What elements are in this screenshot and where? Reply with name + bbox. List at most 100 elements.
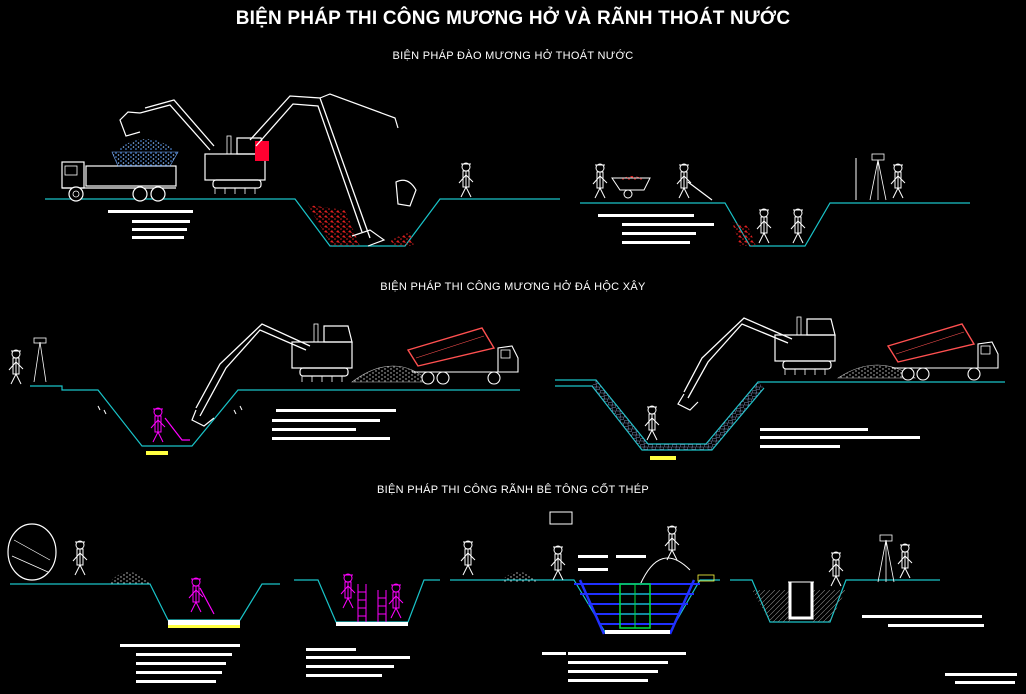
worker-carrying-icon (550, 545, 566, 581)
level-instrument-rc4-icon (877, 534, 895, 583)
concrete-panel-3 (450, 511, 720, 682)
ground-line-rc-3 (450, 579, 720, 633)
truck-soil-load (111, 151, 179, 167)
dump-truck-row2-right-icon (887, 323, 999, 381)
boom-row2-left-icon (195, 323, 311, 417)
worker-rc1-magenta-icon (188, 577, 204, 613)
label-marker-c (616, 555, 646, 558)
excavated-soil-right (390, 232, 414, 246)
concrete-panel-4 (730, 534, 1017, 684)
level-marker (146, 451, 168, 455)
base-marker (168, 625, 240, 628)
surveyor-icon (458, 162, 474, 198)
surveyor-rc4-icon (897, 543, 913, 579)
worker-rc2-icon (340, 573, 356, 609)
rubble-left-panel (8, 323, 520, 455)
worker-rc2-kneel-icon (388, 583, 404, 619)
surveyor-right-icon (890, 163, 906, 199)
ground-line-rubble-right (555, 379, 1005, 445)
carried-load-icon (549, 511, 573, 525)
boom-row2-right-icon (683, 317, 793, 399)
base-layer (168, 620, 240, 625)
ground-line-rc-4 (730, 579, 940, 623)
boom-left-icon (139, 99, 215, 151)
excavator-row2-left-icon (291, 323, 353, 383)
bucket-row2-left-icon (191, 409, 215, 427)
vibrator-icon (697, 574, 715, 582)
note-block-3 (272, 409, 396, 440)
level-marker-right (650, 456, 676, 460)
note-block-4 (760, 428, 920, 448)
ground-line-trench (45, 198, 560, 247)
concrete-panel-2 (294, 573, 440, 677)
excavated-soil (308, 205, 360, 246)
rebar-cage-icon (619, 583, 651, 629)
shovel-icon (687, 181, 713, 201)
trench-soil (732, 222, 756, 246)
section-title-rubble-ditch: BIỆN PHÁP THI CÔNG MƯƠNG HỞ ĐÁ HỘC XÂY (380, 281, 646, 293)
bucket-row2-right-icon (677, 393, 699, 411)
mason-worker-icon (644, 405, 660, 441)
worker-pouring-icon (664, 525, 680, 561)
note-block-6 (306, 648, 410, 677)
compactor-icon (164, 417, 190, 441)
backfill-hatch (752, 590, 846, 622)
worker-rc4-icon (828, 551, 844, 587)
worker-rc1-icon (72, 540, 88, 576)
dump-truck-icon (61, 161, 177, 202)
concrete-panel-1 (7, 523, 280, 683)
excavation-right-panel (580, 153, 970, 247)
note-block-7 (542, 652, 686, 682)
note-block-5 (120, 644, 240, 683)
excavation-left-panel (45, 93, 560, 247)
bucket-right-icon (395, 179, 417, 207)
concrete-mixer-icon (7, 523, 57, 581)
truck-soil-pile (117, 139, 175, 150)
tamping-tool-icon (199, 587, 215, 615)
ground-line-manual-trench (580, 202, 970, 247)
label-marker-b (578, 568, 608, 571)
boom-right-icon (249, 95, 371, 239)
surveyor-row2-icon (8, 349, 24, 385)
aggregate-pile (108, 572, 150, 584)
worker-pushing-cart-icon (592, 163, 608, 199)
finished-rc-ditch (788, 581, 814, 620)
note-block-1 (108, 210, 193, 239)
survey-level-icon (855, 153, 887, 201)
gravel-pile (351, 365, 431, 383)
ground-line-rubble-left (30, 385, 520, 447)
section-title-concrete-ditch: BIỆN PHÁP THI CÔNG RÃNH BÊ TÔNG CỐT THÉP (377, 484, 649, 496)
rubble-stone-lining (592, 380, 764, 450)
worker-in-trench-2-icon (790, 208, 806, 244)
note-block-2 (598, 214, 714, 244)
worker-in-trench-icon (756, 208, 772, 244)
wheelbarrow-icon (611, 176, 651, 199)
base-layer-2 (336, 622, 408, 626)
note-block-8 (862, 615, 984, 627)
ground-line-rc-2 (294, 579, 440, 623)
level-instrument-icon (33, 337, 47, 383)
worker-shovel-icon (676, 163, 692, 199)
worker-magenta-icon (150, 407, 166, 443)
ground-line-rc-1 (10, 583, 280, 621)
worker-rc3-icon (460, 540, 476, 576)
boom-arm-icon (319, 93, 399, 129)
bucket-digging-icon (351, 229, 386, 247)
excavator-row2-right-icon (774, 316, 836, 376)
section-title-excavation: BIỆN PHÁP ĐÀO MƯƠNG HỞ THOÁT NƯỚC (392, 50, 634, 62)
slope-marks (97, 405, 243, 415)
drawing-title: BIỆN PHÁP THI CÔNG MƯƠNG HỞ VÀ RÃNH THOÁ… (235, 8, 791, 29)
title-block-stamp (945, 673, 1017, 684)
pouring-hose-icon (639, 557, 691, 586)
rc-base-slab (605, 630, 670, 634)
rubble-right-panel (555, 316, 1005, 460)
formwork-ladder-icon (357, 584, 387, 622)
label-marker-a (578, 555, 608, 558)
aggregate-pile-2 (500, 572, 538, 582)
operator-icon (255, 141, 269, 161)
dump-truck-row2-left-icon (407, 327, 519, 385)
formwork-section (574, 579, 700, 635)
bucket-left-icon (119, 111, 141, 137)
